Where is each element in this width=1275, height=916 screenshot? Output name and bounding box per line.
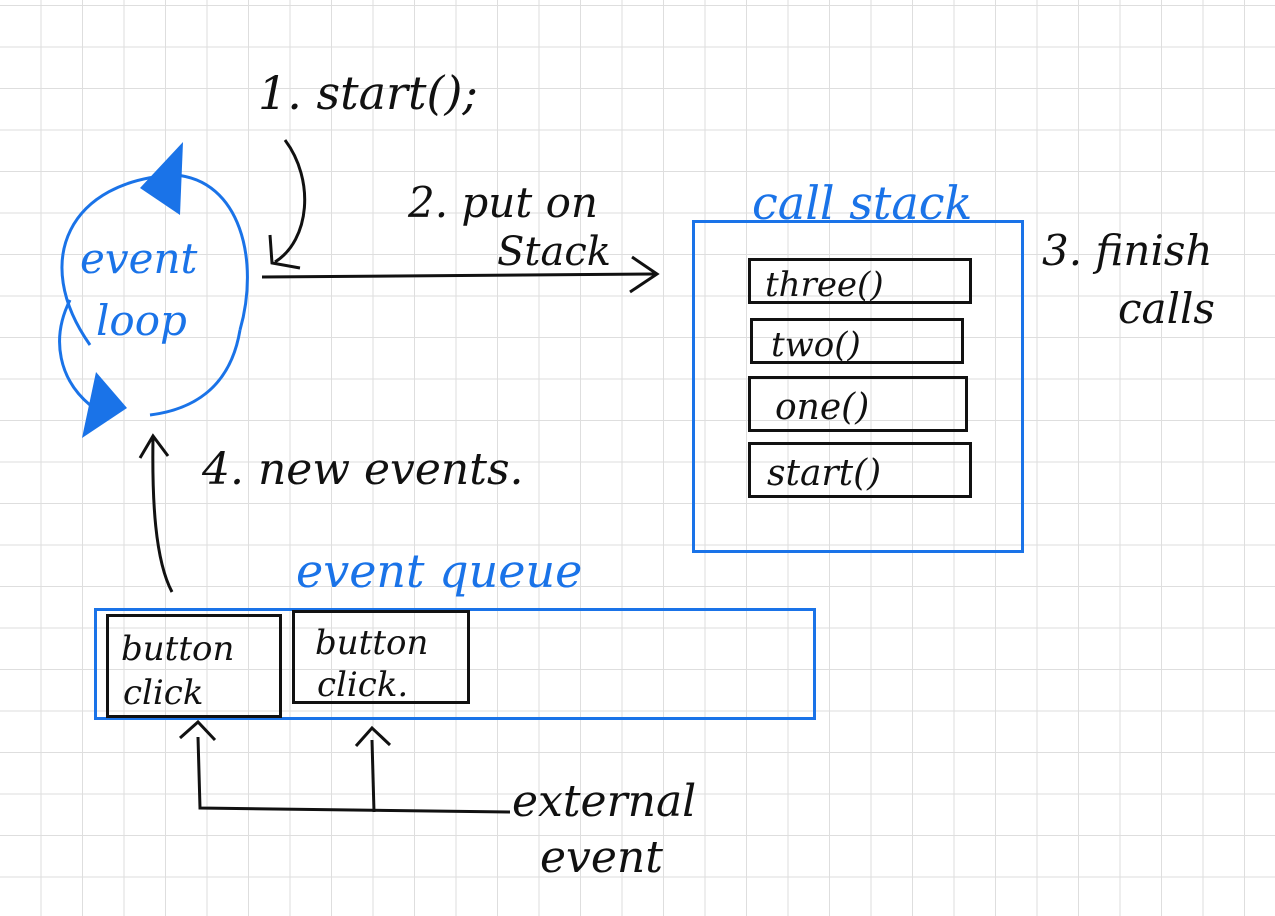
- event-loop-arrowhead-bottom: [82, 372, 127, 438]
- external-connector-mid: [370, 739, 376, 813]
- stack-frame-start: start(): [748, 442, 972, 498]
- step-put-label-line1: 2. put on: [408, 178, 598, 227]
- arrow-start-head: [268, 234, 301, 270]
- arrow-start: [274, 139, 307, 264]
- arrow-put-on-stack-head: [629, 255, 660, 294]
- call-stack-title: call stack: [752, 176, 973, 230]
- external-arrowhead-1: [179, 719, 217, 742]
- event-loop-arrowhead-top: [140, 142, 183, 215]
- stack-frame-label: two(): [771, 325, 861, 365]
- event-loop-label-line2: loop: [96, 296, 187, 345]
- external-arrowhead-2: [354, 725, 392, 747]
- arrow-new-events: [151, 437, 174, 593]
- queue-item-label-line2: click: [123, 673, 204, 713]
- queue-item-label-line2: click.: [317, 665, 409, 705]
- step-put-label-line2: Stack: [497, 229, 611, 275]
- step-start-label: 1. start();: [258, 66, 478, 120]
- stack-frame-one: one(): [748, 376, 968, 432]
- external-event-label-line2: event: [540, 832, 663, 883]
- external-event-label-line1: external: [512, 776, 697, 827]
- external-connector: [196, 736, 511, 814]
- step-new-events-label: 4. new events.: [202, 444, 524, 495]
- event-queue-title: event queue: [296, 544, 583, 598]
- stack-frame-two: two(): [750, 318, 964, 365]
- event-queue-frame: [94, 608, 816, 720]
- stack-frame-three: three(): [748, 258, 972, 305]
- stack-frame-label: one(): [775, 387, 870, 428]
- arrow-new-events-head: [138, 433, 170, 459]
- event-loop-label-line1: event: [80, 234, 198, 283]
- queue-item-label-line1: button: [315, 623, 429, 663]
- step-finish-label-line2: calls: [1118, 284, 1215, 333]
- event-loop-arc-left: [58, 299, 91, 407]
- queue-item-button-click: button click.: [292, 610, 470, 705]
- queue-item-label-line1: button: [121, 629, 235, 669]
- stack-frame-label: three(): [765, 265, 884, 305]
- step-finish-label-line1: 3. finish: [1042, 226, 1213, 275]
- queue-item-button-click: button click: [106, 614, 282, 718]
- call-stack-frame: [692, 220, 1024, 553]
- stack-frame-label: start(): [767, 453, 882, 494]
